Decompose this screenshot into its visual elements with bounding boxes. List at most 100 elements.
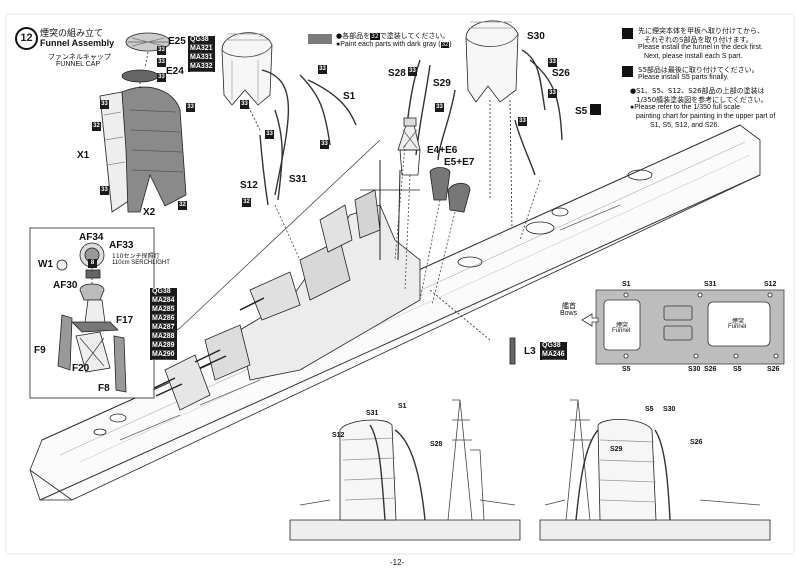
mast-tower [397,117,421,176]
paint-badge-33: 33 [548,58,557,67]
paint-badge-32: 32 [242,198,251,207]
inset-label-s1: S1 [622,281,631,288]
instruction-2-en1: Please install S5 parts finally. [638,74,729,81]
part-label-f8: F8 [98,383,110,394]
paint-note-en: ●Paint each parts with dark gray (32) [336,41,452,48]
paint-badge-32: 32 [178,201,187,210]
instruction-1-jp1: 先に煙突本体を甲板へ取り付けてから、 [638,27,764,35]
funnel-cap-jp: ファンネルキャップ [48,53,111,61]
paint-badge-33: 33 [408,67,417,76]
part-label-s31: S31 [289,174,307,185]
inset-label-s12: S12 [764,281,777,288]
page-number: -12- [390,558,405,567]
paint-badge-32: 32 [92,122,101,131]
paint-badge-33: 33 [318,65,327,74]
paint-badge-33: 33 [100,100,109,109]
part-label-e24: E24 [166,66,184,77]
e4-e6-part [429,167,451,201]
left-funnel-assembly [99,32,187,213]
step-number: 12 [20,32,33,44]
paint-badge-33: 33 [157,58,166,67]
funnel-cap-en: FUNNEL CAP [56,61,101,68]
part-label-e25: E25 [168,36,186,47]
part-label-w1: W1 [38,259,53,270]
instruction-1-en1: Please install the funnel in the deck fi… [638,44,763,51]
part-label-l3: L3 [524,346,536,357]
part-label-f9: F9 [34,345,46,356]
elev-label-s26: S26 [690,439,703,446]
paint-badge-33: 33 [265,130,274,139]
paint-badge-33: 33 [320,140,329,149]
paint-badge-33: 33 [157,73,166,82]
inset-label-s30: S30 [688,366,701,373]
bows-label-jp: 艦首 [562,302,576,310]
paint-note-icon [590,104,601,115]
instruction-3-en1: ●Please refer to the 1/350 full scale [630,104,741,111]
elev-label-s30: S30 [663,406,676,413]
part-label-e5-e7: E5+E7 [444,157,475,168]
elev-label-s5: S5 [645,406,654,413]
step-title-jp: 煙突の組み立て [40,29,104,39]
instruction-1-en2: Next, please install each S part. [644,53,743,60]
step-number-circle: 12 [15,27,38,50]
part-label-s29: S29 [433,78,451,89]
searchlight-parts [56,242,127,393]
inset-label-s31: S31 [704,281,717,288]
instruction-icon [622,28,633,39]
inset-funnel-en: Funnel [612,328,631,334]
elev-label-s31: S31 [366,410,379,417]
part-label-af33: AF33 [109,240,134,251]
elev-label-s12: S12 [332,432,345,439]
instruction-3-jp2: 1/350艤装塗装図を参考にしてください。 [636,96,768,104]
part-label-s30: S30 [527,31,545,42]
inset-funnel-jp: 煙突 [732,318,745,325]
instruction-3-en3: S1, S5, S12, and S26. [650,122,720,129]
dark-gray-swatch [308,34,332,44]
part-label-s1: S1 [343,91,356,102]
paint-badge-33: 33 [435,103,444,112]
instruction-icon [622,66,633,77]
inset-label-s26: S26 [767,366,780,373]
part-label-af30: AF30 [53,280,78,291]
instruction-1-jp2: それぞれのS部品を取り付けます。 [644,36,753,44]
part-label-x2: X2 [143,207,156,218]
part-label-s26: S26 [552,68,570,79]
part-label-s12: S12 [240,180,258,191]
inset-funnel-en: Funnel [728,324,747,330]
inset-label-s5: S5 [622,366,631,373]
part-label-af34: AF34 [79,232,104,243]
paint-badge-33: 33 [157,46,166,55]
left-elevation-detail [289,399,521,541]
leader-lines [274,144,541,306]
paint-note-jp: ●各部品を32で塗装してください。 [336,32,450,40]
e5-e7-part [447,182,471,213]
ship-superstructure [149,160,421,411]
instruction-2-jp1: S5部品は最後に取り付けてください。 [638,66,759,74]
searchlight-label-en: 110cm SERCHLIGHT [112,260,170,266]
middle-funnel-s-parts [221,32,357,206]
paint-badge-33: 33 [548,89,557,98]
paint-badge-33: 33 [240,100,249,109]
elev-label-s29: S29 [610,446,623,453]
bows-label-en: Bows [560,310,578,317]
part-label-s5: S5 [575,106,588,117]
paint-badge-8: 8 [88,259,97,268]
l3-part [509,337,516,365]
searchlight-label-jp: 110センチ探照灯 [112,253,160,260]
part-label-f17: F17 [116,315,134,326]
instruction-3-en2: painting chart for painting in the upper… [636,113,776,120]
bows-arrow [581,313,599,327]
inset-label-s5: S5 [733,366,742,373]
part-label-s28: S28 [388,68,406,79]
inset-label-s26: S26 [704,366,717,373]
part-label-f20: F20 [72,363,90,374]
inset-funnel-jp: 煙突 [616,322,629,329]
elev-label-s1: S1 [398,403,407,410]
elev-label-s28: S28 [430,441,443,448]
paint-badge-33: 33 [518,117,527,126]
right-elevation-detail [539,399,771,541]
